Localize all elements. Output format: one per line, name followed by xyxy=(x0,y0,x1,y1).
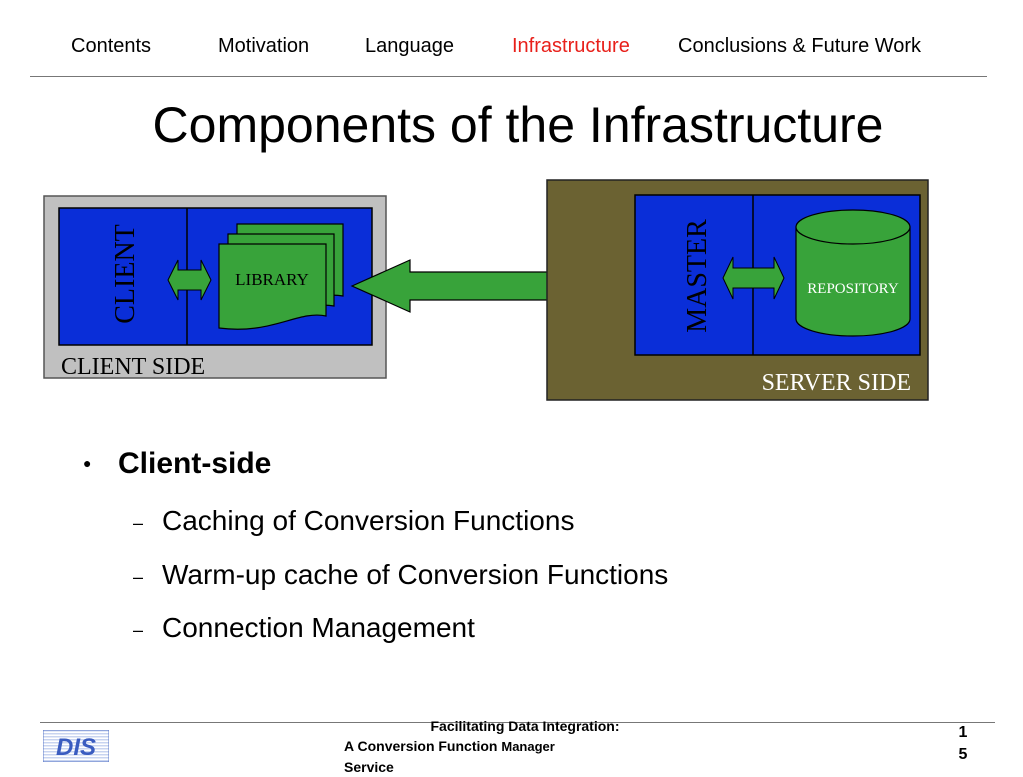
footer-title: Facilitating Data Integration: A Convers… xyxy=(320,716,700,777)
footer-line-1: Facilitating Data Integration: xyxy=(430,718,620,734)
client-side-label: CLIENT SIDE xyxy=(61,354,205,380)
sub-bullet-text: Connection Management xyxy=(162,612,475,643)
bullet-dash: – xyxy=(133,513,144,533)
library-icon xyxy=(218,223,344,330)
bullet-dot: ● xyxy=(83,455,92,471)
master-label: MASTER xyxy=(682,219,713,333)
nav-motivation[interactable]: Motivation xyxy=(218,35,310,57)
infrastructure-diagram: CLIENT LIBRARY CLIENT SIDE MASTER REPOSI… xyxy=(43,179,929,401)
sub-bullet-text: Caching of Conversion Functions xyxy=(162,505,575,536)
page-number-digit-1: 1 xyxy=(958,724,968,741)
bullet-client-side-text: Client-side xyxy=(118,447,272,480)
library-label: LIBRARY xyxy=(235,270,309,289)
bullet-dash: – xyxy=(133,620,144,640)
slide-title: Components of the Infrastructure xyxy=(152,97,884,153)
logo-text: DIS xyxy=(56,734,96,761)
server-side-label: SERVER SIDE xyxy=(762,370,911,396)
sub-bullet-text: Warm-up cache of Conversion Functions xyxy=(162,559,669,590)
footer-line-2b: Manager xyxy=(501,739,555,754)
master-repository-arrow xyxy=(722,256,785,300)
nav-conclusions[interactable]: Conclusions & Future Work xyxy=(678,35,922,57)
footer-divider xyxy=(40,722,995,723)
footer-line-2: A Conversion Function Manager xyxy=(320,736,700,757)
nav-infrastructure[interactable]: Infrastructure xyxy=(512,35,630,57)
page-number-digit-2: 5 xyxy=(958,746,968,763)
client-library-arrow xyxy=(167,259,212,301)
nav-language[interactable]: Language xyxy=(365,35,454,57)
repository-label: REPOSITORY xyxy=(807,281,899,297)
bullet-list: ● Client-side – Caching of Conversion Fu… xyxy=(0,440,1023,670)
client-label: CLIENT xyxy=(110,224,141,324)
footer-line-2a: A Conversion Function xyxy=(344,738,498,754)
nav-divider xyxy=(30,76,987,77)
nav-contents[interactable]: Contents xyxy=(71,35,152,57)
top-navigation: Contents Motivation Language Infrastruct… xyxy=(0,35,1023,61)
bullet-dash: – xyxy=(133,567,144,587)
dis-logo: DIS xyxy=(43,730,109,762)
repository-icon xyxy=(795,209,911,337)
footer-line-3: Service xyxy=(344,759,394,775)
page-number: 1 5 xyxy=(955,722,971,766)
